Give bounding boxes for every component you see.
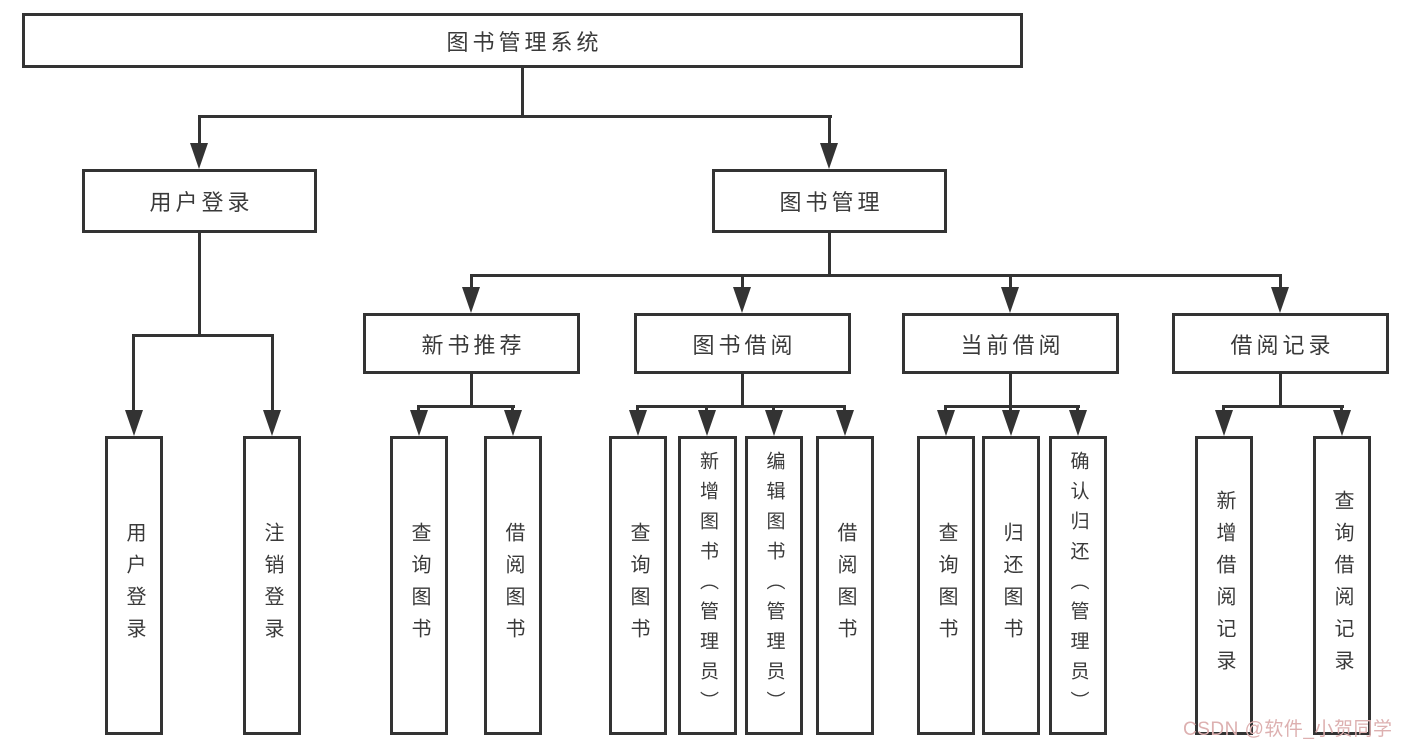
connector-vline (1279, 372, 1282, 408)
node-book-management: 图书管理 (712, 169, 947, 233)
leaf-bb-add-books: 新增图书（管理员） (678, 436, 737, 735)
leaf-nb-borrow-books-label: 借阅图书 (502, 521, 524, 650)
leaf-cb-return-books-label: 归还图书 (1000, 521, 1022, 650)
arrow-down-icon (733, 287, 751, 313)
connector-vline (132, 334, 135, 410)
arrow-down-icon (462, 287, 480, 313)
leaf-br-query-record-label: 查询借阅记录 (1331, 489, 1353, 682)
leaf-bb-edit-books-label: 编辑图书（管理员） (763, 450, 785, 721)
arrow-down-icon (190, 143, 208, 169)
connector-hline (418, 405, 515, 408)
connector-vline (828, 231, 831, 276)
connector-vline (521, 66, 524, 117)
leaf-logout-label: 注销登录 (261, 521, 283, 650)
leaf-bb-edit-books: 编辑图书（管理员） (745, 436, 803, 735)
arrow-down-icon (698, 410, 716, 436)
leaf-bb-query-books: 查询图书 (609, 436, 667, 735)
arrow-down-icon (1002, 410, 1020, 436)
connector-hline (198, 115, 832, 118)
arrow-down-icon (410, 410, 428, 436)
leaf-cb-query-books-label: 查询图书 (935, 521, 957, 650)
leaf-cb-query-books: 查询图书 (917, 436, 975, 735)
arrow-down-icon (836, 410, 854, 436)
connector-vline (828, 115, 831, 147)
arrow-down-icon (263, 410, 281, 436)
arrow-down-icon (1333, 410, 1351, 436)
connector-vline (1009, 372, 1012, 408)
connector-vline (198, 115, 201, 147)
connector-vline (1279, 274, 1282, 289)
connector-hline (132, 334, 274, 337)
leaf-logout: 注销登录 (243, 436, 301, 735)
node-book-management-label: 图书管理 (779, 190, 884, 215)
connector-vline (741, 274, 744, 289)
leaf-bb-query-books-label: 查询图书 (627, 521, 649, 650)
leaf-cb-confirm-return: 确认归还（管理员） (1049, 436, 1107, 735)
leaf-cb-return-books: 归还图书 (982, 436, 1040, 735)
connector-vline (741, 372, 744, 408)
node-new-book-recommend-label: 新书推荐 (421, 332, 526, 358)
leaf-br-add-record-label: 新增借阅记录 (1213, 489, 1235, 682)
csdn-watermark: CSDN @软件_小贺同学 (1183, 719, 1393, 740)
connector-hline (944, 405, 1080, 408)
connector-hline (470, 274, 1282, 277)
connector-vline (470, 372, 473, 408)
leaf-nb-borrow-books: 借阅图书 (484, 436, 542, 735)
node-current-borrow-label: 当前借阅 (960, 332, 1065, 358)
node-root-label: 图书管理系统 (446, 29, 603, 55)
arrow-down-icon (1215, 410, 1233, 436)
node-user-login-label: 用户登录 (149, 190, 254, 215)
arrow-down-icon (504, 410, 522, 436)
arrow-down-icon (125, 410, 143, 436)
node-current-borrow: 当前借阅 (902, 313, 1119, 374)
leaf-nb-query-books: 查询图书 (390, 436, 448, 735)
leaf-user-login-label: 用户登录 (123, 521, 145, 650)
connector-vline (470, 274, 473, 289)
node-new-book-recommend: 新书推荐 (363, 313, 580, 374)
connector-hline (636, 405, 846, 408)
connector-vline (1009, 274, 1012, 289)
arrow-down-icon (820, 143, 838, 169)
node-user-login: 用户登录 (82, 169, 317, 233)
leaf-user-login: 用户登录 (105, 436, 163, 735)
arrow-down-icon (629, 410, 647, 436)
node-book-borrow-label: 图书借阅 (692, 332, 797, 358)
node-borrow-records-label: 借阅记录 (1230, 332, 1335, 358)
connector-vline (198, 231, 201, 336)
arrow-down-icon (765, 410, 783, 436)
leaf-br-add-record: 新增借阅记录 (1195, 436, 1253, 735)
leaf-nb-query-books-label: 查询图书 (408, 521, 430, 650)
node-borrow-records: 借阅记录 (1172, 313, 1389, 374)
connector-hline (1222, 405, 1344, 408)
leaf-bb-borrow-books-label: 借阅图书 (834, 521, 856, 650)
arrow-down-icon (1001, 287, 1019, 313)
node-root: 图书管理系统 (22, 13, 1023, 68)
leaf-cb-confirm-return-label: 确认归还（管理员） (1067, 450, 1089, 721)
connector-vline (271, 334, 274, 410)
arrow-down-icon (1069, 410, 1087, 436)
arrow-down-icon (1271, 287, 1289, 313)
arrow-down-icon (937, 410, 955, 436)
leaf-bb-add-books-label: 新增图书（管理员） (697, 450, 718, 721)
leaf-bb-borrow-books: 借阅图书 (816, 436, 874, 735)
node-book-borrow: 图书借阅 (634, 313, 851, 374)
leaf-br-query-record: 查询借阅记录 (1313, 436, 1371, 735)
